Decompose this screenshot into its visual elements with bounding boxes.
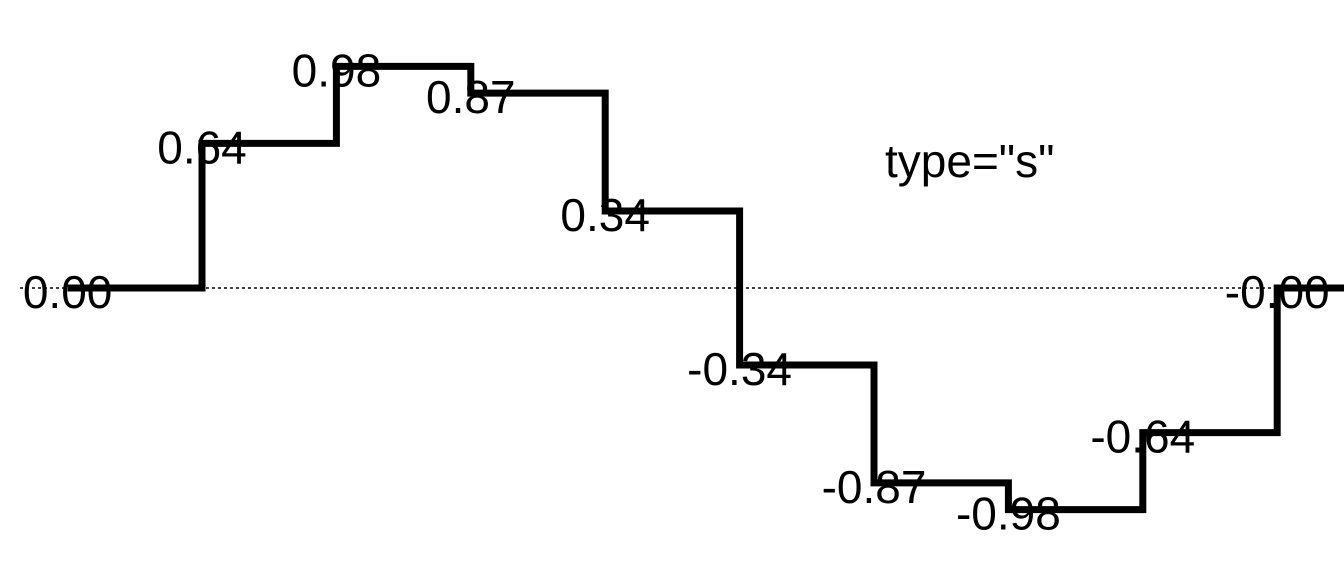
data-label: 0.87 <box>426 71 516 123</box>
data-label: 0.98 <box>292 44 382 96</box>
data-label: 0.34 <box>560 189 650 241</box>
data-labels: 0.00 0.64 0.98 0.87 0.34 -0.34 -0.87 -0.98 -0.64… <box>23 44 1330 539</box>
data-label: -0.98 <box>956 488 1061 540</box>
step-series-line <box>67 62 1344 514</box>
data-label: 0.00 <box>23 266 113 318</box>
data-label: 0.64 <box>157 121 247 173</box>
data-label: -0.00 <box>1225 266 1330 318</box>
data-label: -0.87 <box>822 461 927 513</box>
type-annotation: type="s" <box>885 135 1054 187</box>
data-label: -0.64 <box>1090 411 1195 463</box>
data-label: -0.34 <box>687 343 792 395</box>
